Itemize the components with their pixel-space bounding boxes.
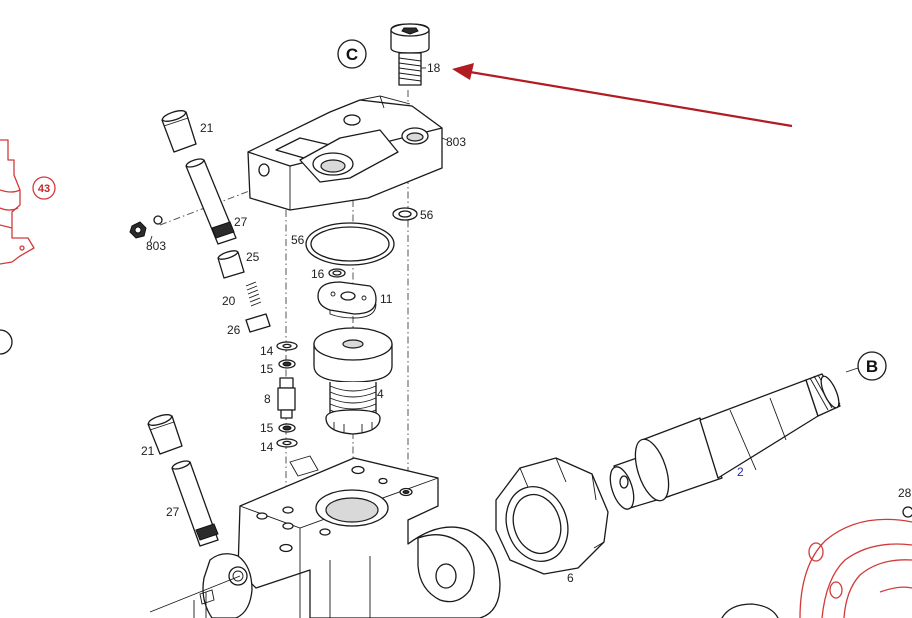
neighbor-part-28-right: 28 xyxy=(799,486,912,618)
sleeve-25: 25 xyxy=(217,250,260,279)
label-803-cover: 803 xyxy=(446,135,466,149)
screw-18: 18 xyxy=(390,23,441,86)
label-2: 2 xyxy=(737,465,744,479)
label-8: 8 xyxy=(264,392,271,406)
label-6: 6 xyxy=(567,571,574,585)
label-25: 25 xyxy=(246,250,260,264)
callout-c-letter: C xyxy=(346,45,358,64)
label-15-bottom: 15 xyxy=(260,421,274,435)
nut-803-left: 803 xyxy=(129,215,166,253)
plate-11: 11 xyxy=(317,281,393,319)
neighbor-part-43-left: 43 xyxy=(0,139,56,265)
label-43: 43 xyxy=(38,183,50,195)
left-edge-callout-fragment xyxy=(0,329,13,355)
label-11: 11 xyxy=(380,292,393,306)
o-ring-56-large: 56 xyxy=(291,222,395,266)
label-14-top: 14 xyxy=(260,344,274,358)
nozzle-holder-21-top: 21 xyxy=(161,110,214,153)
label-803-nut: 803 xyxy=(146,239,166,253)
drive-shaft-2: 2 xyxy=(609,373,841,510)
label-26: 26 xyxy=(227,323,241,337)
ring-15-top: 15 xyxy=(260,359,296,376)
label-14-bottom: 14 xyxy=(260,440,274,454)
washer-14-bottom: 14 xyxy=(260,438,298,454)
tube-27-bottom: 27 xyxy=(166,460,219,547)
callout-b: B xyxy=(845,351,887,381)
label-21-bottom: 21 xyxy=(141,444,155,458)
label-4: 4 xyxy=(377,387,384,401)
label-28: 28 xyxy=(898,486,912,500)
label-21-top: 21 xyxy=(200,121,214,135)
label-56-left: 56 xyxy=(291,233,305,247)
ring-15-bottom: 15 xyxy=(260,421,296,435)
partial-ring-bottom xyxy=(721,603,779,618)
seal-56-small: 56 xyxy=(392,207,434,222)
pump-housing xyxy=(149,455,501,618)
spacer-26: 26 xyxy=(227,313,271,337)
head-cover-803: 803 xyxy=(247,95,466,211)
label-15-top: 15 xyxy=(260,362,274,376)
nozzle-holder-21-bottom: 21 xyxy=(141,414,183,458)
tube-27-top: 27 xyxy=(185,158,248,245)
highlight-arrow xyxy=(452,63,793,128)
spring-20: 20 xyxy=(222,281,262,308)
label-27-bottom: 27 xyxy=(166,505,180,519)
callout-c: C xyxy=(337,39,367,69)
washer-14-top: 14 xyxy=(260,341,298,358)
label-56-right: 56 xyxy=(420,208,434,222)
callout-b-letter: B xyxy=(866,357,878,376)
label-27-top: 27 xyxy=(234,215,248,229)
valve-8: 8 xyxy=(264,377,296,419)
hex-nut-6: 6 xyxy=(495,457,609,585)
label-18: 18 xyxy=(427,61,441,75)
label-16: 16 xyxy=(311,267,325,281)
spring-assembly-4: 4 xyxy=(313,327,393,435)
ring-16: 16 xyxy=(311,267,346,281)
label-20: 20 xyxy=(222,294,236,308)
